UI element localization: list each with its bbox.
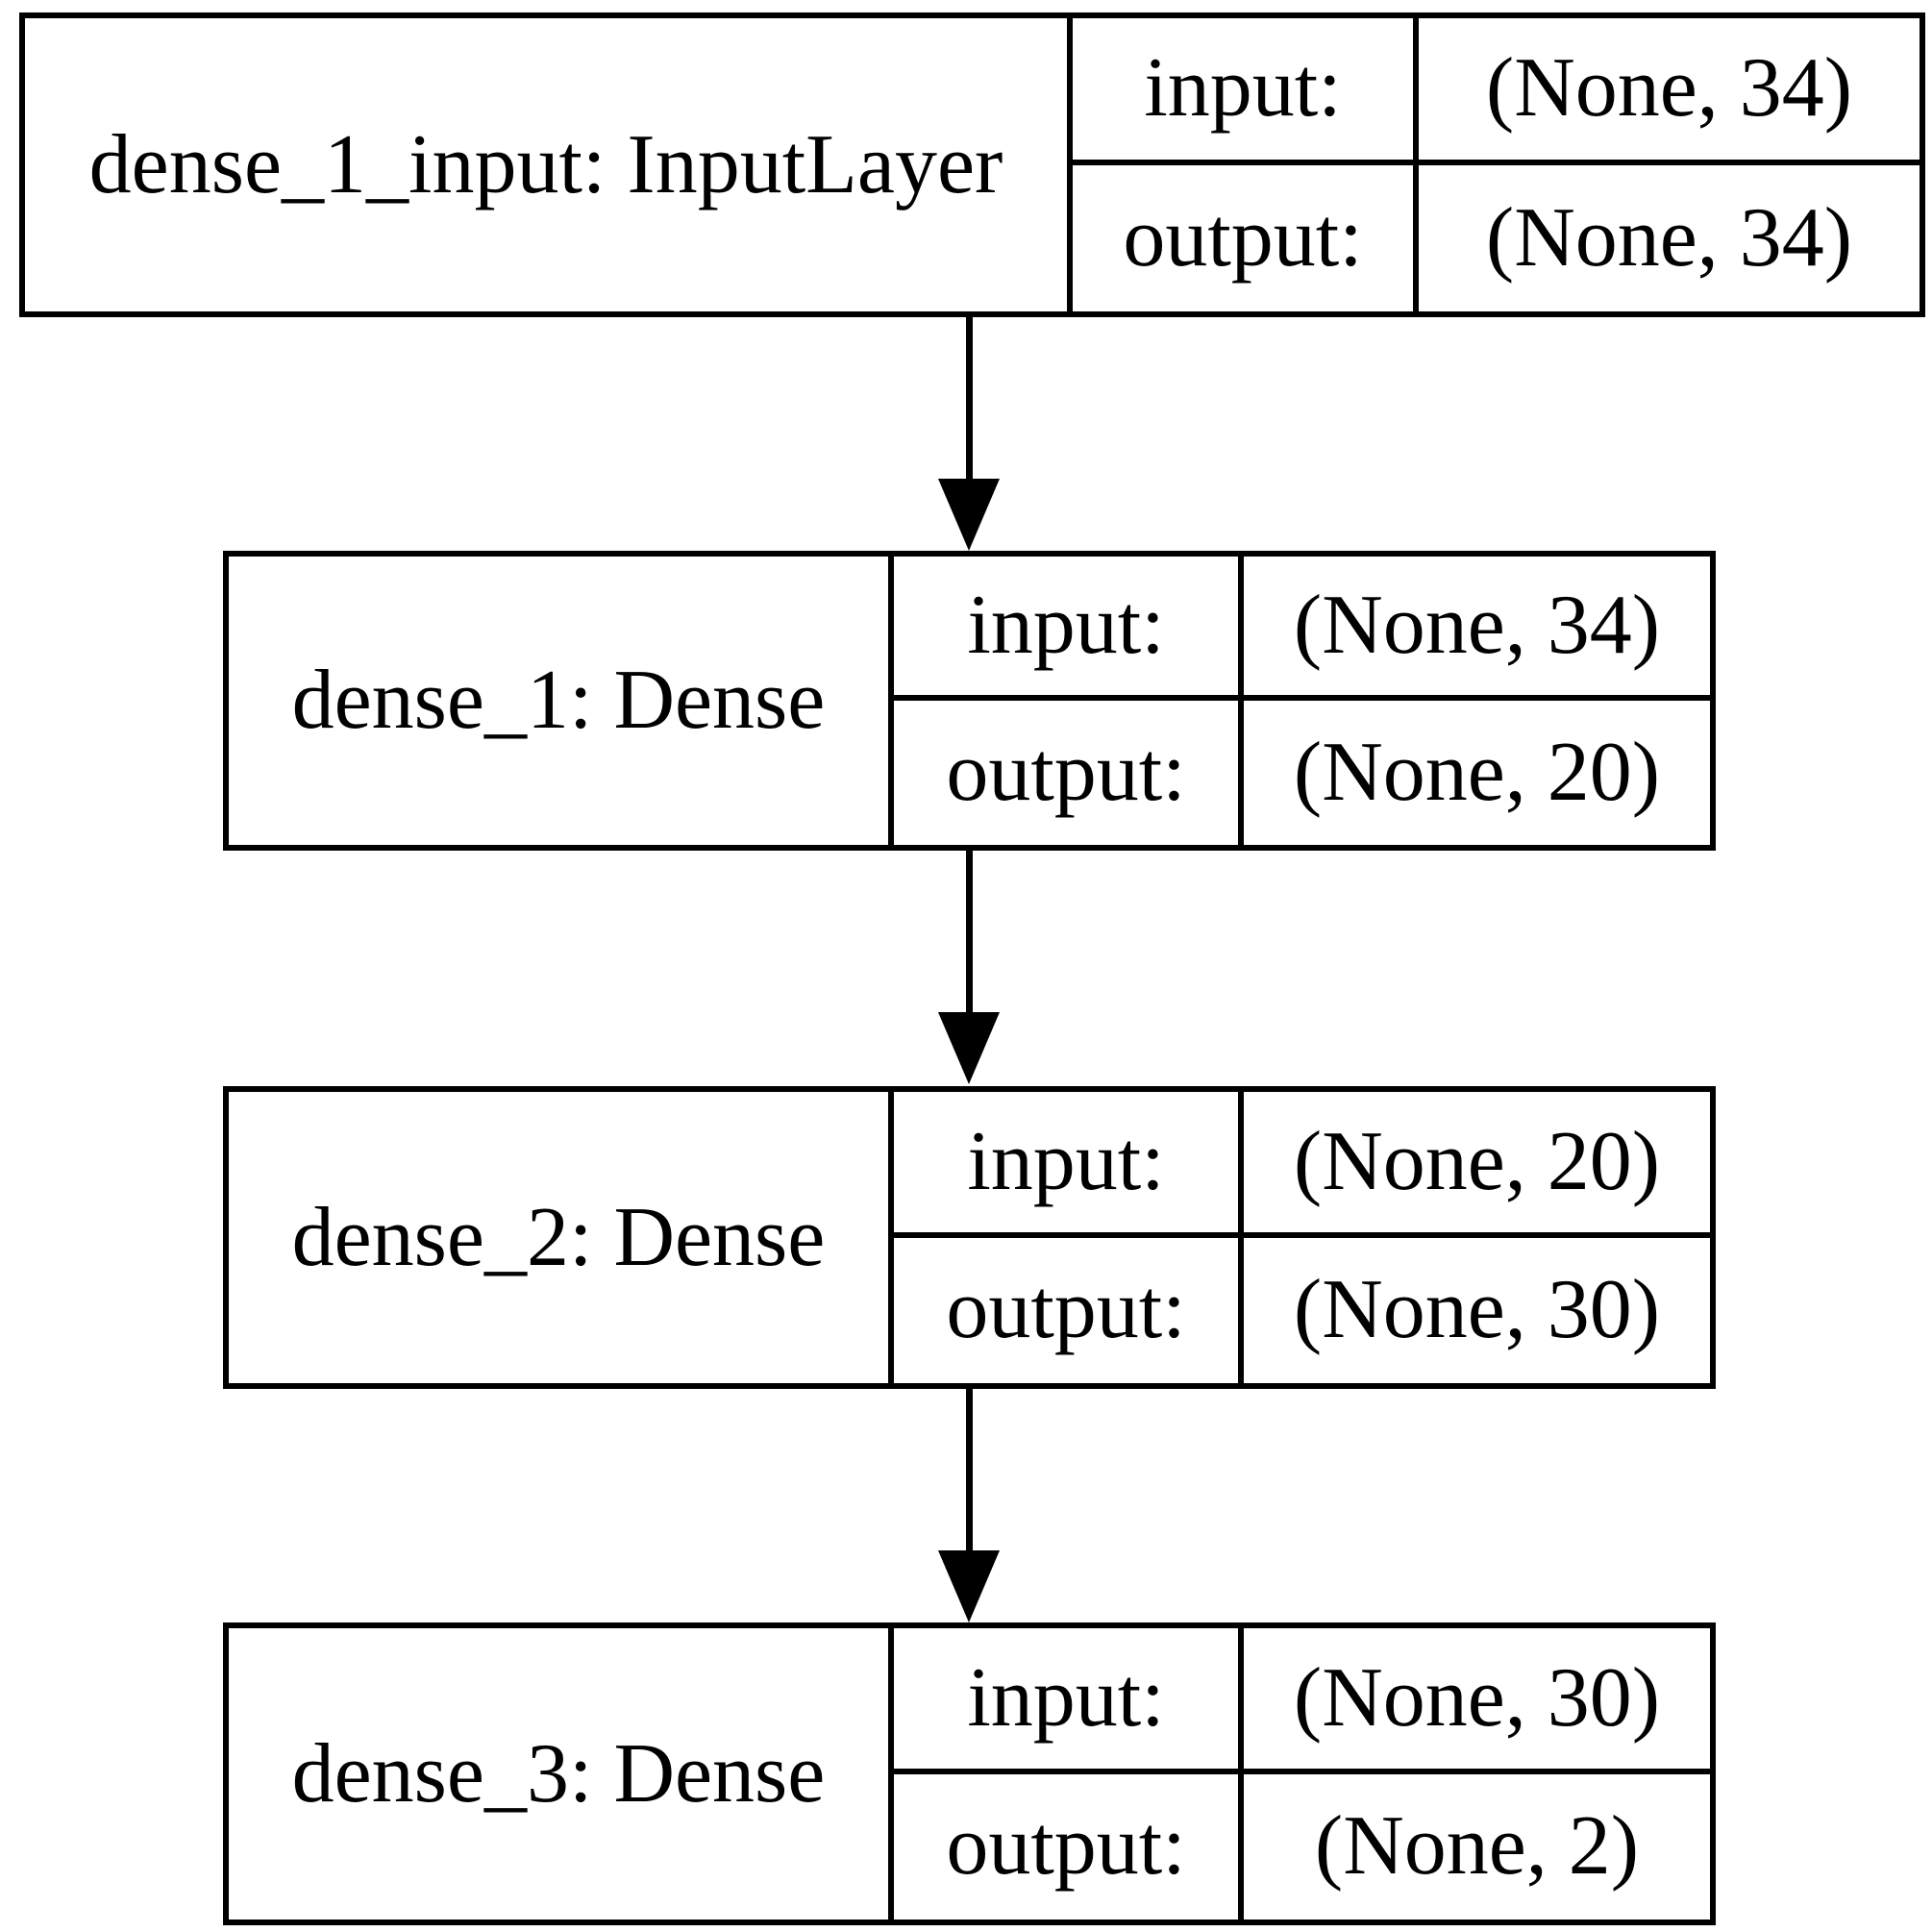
layer-node-dense-1: dense_1: Dense input: (None, 34) output:… xyxy=(223,551,1716,851)
arrow-head xyxy=(938,1012,1000,1084)
connector-arrow-down-icon xyxy=(938,1389,1000,1622)
layer-name-label: dense_1: Dense xyxy=(229,557,894,845)
layer-node-dense-2: dense_2: Dense input: (None, 20) output:… xyxy=(223,1086,1716,1389)
output-row-label: output: xyxy=(894,1773,1244,1920)
arrow-head xyxy=(938,479,1000,551)
output-shape-value: (None, 30) xyxy=(1293,1263,1661,1357)
input-row-label: input: xyxy=(894,557,1244,701)
layer-node-input-layer: dense_1_input: InputLayer input: (None, … xyxy=(19,12,1925,317)
input-row-label: input: xyxy=(1073,18,1419,165)
layer-name-label: dense_2: Dense xyxy=(229,1092,894,1383)
layer-name-label: dense_1_input: InputLayer xyxy=(25,18,1073,311)
arrow-stem xyxy=(965,317,973,479)
input-shape-value: (None, 34) xyxy=(1419,18,1920,165)
input-shape-value: (None, 20) xyxy=(1244,1092,1710,1238)
connector-arrow-down-icon xyxy=(938,317,1000,551)
input-row-label: input: xyxy=(894,1092,1244,1238)
input-row-label: input: xyxy=(894,1628,1244,1774)
layer-name-label: dense_3: Dense xyxy=(229,1628,894,1920)
layer-node-dense-3: dense_3: Dense input: (None, 30) output:… xyxy=(223,1622,1716,1925)
output-row-label: output: xyxy=(894,701,1244,845)
output-shape-value: (None, 20) xyxy=(1293,726,1661,819)
arrow-head xyxy=(938,1550,1000,1622)
arrow-stem xyxy=(965,1389,973,1550)
output-row-label: output: xyxy=(1073,164,1419,311)
output-shape-value: (None, 34) xyxy=(1485,190,1853,285)
arrow-stem xyxy=(965,851,973,1012)
output-row-label: output: xyxy=(894,1237,1244,1383)
connector-arrow-down-icon xyxy=(938,851,1000,1084)
input-shape-value: (None, 34) xyxy=(1244,557,1710,701)
input-shape-value: (None, 30) xyxy=(1244,1628,1710,1774)
output-shape-value: (None, 2) xyxy=(1314,1799,1640,1894)
